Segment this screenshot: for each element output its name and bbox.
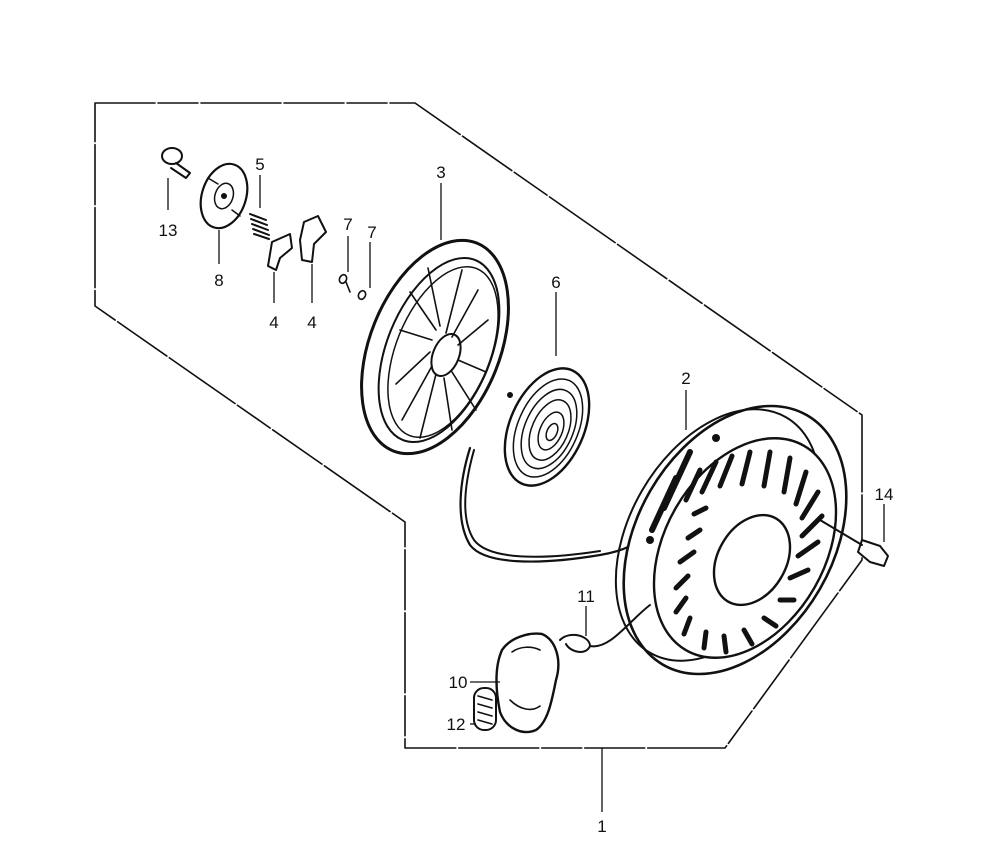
part-10-starter-grip <box>470 632 560 734</box>
callout-5: 5 <box>255 155 264 174</box>
callout-2: 2 <box>681 369 690 388</box>
part-3-reel <box>360 183 510 456</box>
callout-11: 11 <box>577 587 595 606</box>
callout-12: 12 <box>447 715 466 734</box>
part-7-return-springs <box>338 236 371 301</box>
callout-8: 8 <box>214 271 223 290</box>
callout-13: 13 <box>159 221 178 240</box>
callout-3: 3 <box>436 163 445 182</box>
part-14-flange-bolt <box>819 504 889 567</box>
callout-4-left: 4 <box>269 313 278 332</box>
callout-4-right: 4 <box>307 313 316 332</box>
part-4-ratchet-right <box>299 215 327 303</box>
part-13-setting-bolt <box>161 147 191 210</box>
part-6-recoil-spring <box>503 292 591 487</box>
callout-7-left: 7 <box>343 215 352 234</box>
assembly-boundary <box>94 102 863 749</box>
part-8-friction-plate <box>199 162 249 264</box>
callout-14: 14 <box>875 485 894 504</box>
callout-6: 6 <box>551 273 560 292</box>
callout-1: 1 <box>597 817 606 836</box>
part-4-ratchet-left <box>267 233 293 303</box>
part-5-friction-spring <box>249 175 270 240</box>
part-2-starter-case <box>614 390 848 676</box>
callout-7-right: 7 <box>367 223 376 242</box>
part-12-grip-spring <box>470 687 497 731</box>
callout-10: 10 <box>449 673 468 692</box>
part-11-rope-knot <box>559 604 651 653</box>
starter-rope <box>459 446 647 563</box>
